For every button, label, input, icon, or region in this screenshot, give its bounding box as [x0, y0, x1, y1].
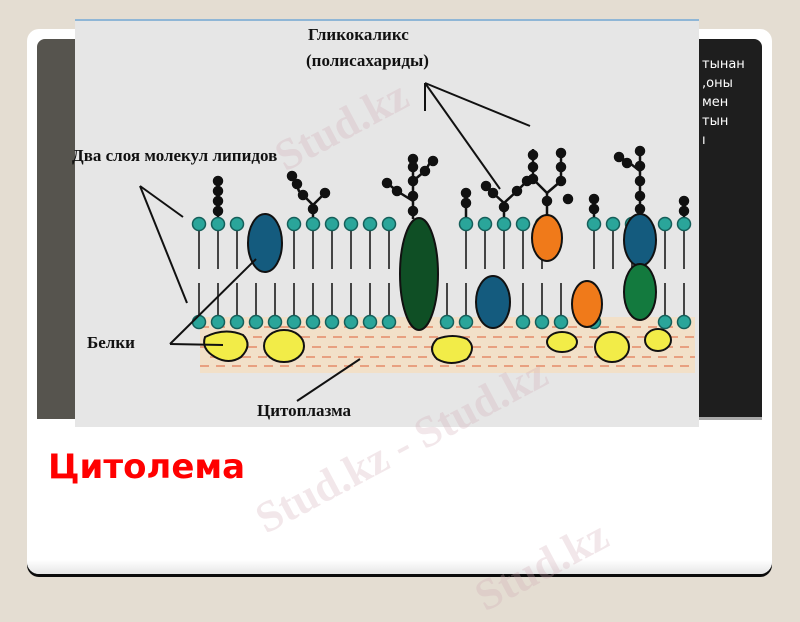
label-proteins: Белки: [87, 333, 135, 352]
right-dark-panel: [697, 39, 762, 420]
label-lipid-bilayer: Два слоя молекул липидов: [72, 146, 278, 165]
label-polysaccharides: (полисахариды): [306, 51, 429, 70]
cell-membrane-diagram: Гликокаликс (полисахариды) Два слоя моле…: [72, 19, 699, 427]
slide-bottom-edge: [27, 560, 772, 574]
slide-title: Цитолема: [48, 447, 246, 487]
label-glycocalyx: Гликокаликс: [308, 25, 409, 44]
right-panel-text: тынан ,оны мен тын ı: [702, 57, 745, 148]
label-cytoplasm: Цитоплазма: [257, 401, 352, 420]
membrane-illustration: [139, 82, 695, 402]
